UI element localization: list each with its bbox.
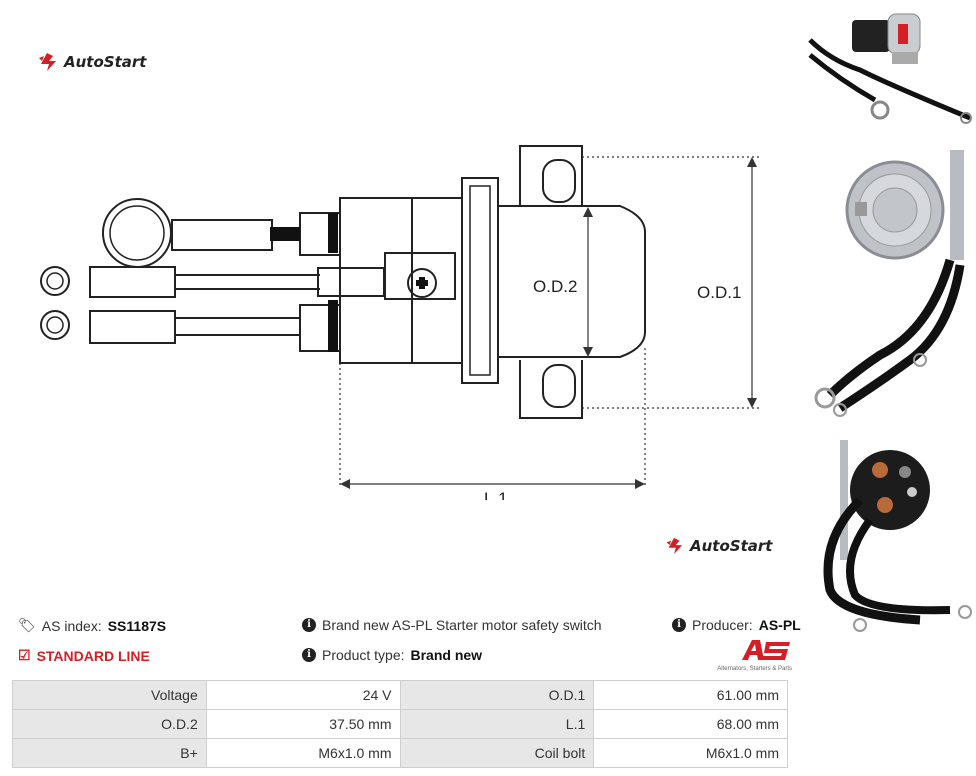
producer-label: Producer: bbox=[692, 617, 753, 633]
check-square-icon: ☑ bbox=[18, 647, 31, 663]
table-row: Voltage 24 V O.D.1 61.00 mm bbox=[12, 680, 788, 710]
producer-logo-tag: Alternators, Starters & Parts bbox=[717, 666, 792, 672]
description-text: Brand new AS-PL Starter motor safety swi… bbox=[322, 617, 602, 633]
brand-logo-icon bbox=[39, 53, 56, 71]
as-index-label: AS index: bbox=[41, 617, 102, 634]
product-description: i Brand new AS-PL Starter motor safety s… bbox=[302, 617, 602, 633]
producer-value: AS-PL bbox=[758, 617, 801, 633]
spec-value: 24 V bbox=[205, 680, 401, 710]
label-od2: O.D.2 bbox=[533, 277, 577, 296]
spec-value: 37.50 mm bbox=[205, 709, 401, 739]
spec-label: O.D.1 bbox=[399, 680, 595, 710]
brand-name: AutoStart bbox=[64, 53, 147, 71]
brand-logo-bottom: AutoStart bbox=[664, 537, 772, 555]
specs-table: Voltage 24 V O.D.1 61.00 mm O.D.2 37.50 … bbox=[12, 680, 788, 768]
info-icon: i bbox=[302, 648, 316, 662]
producer-logo: Alternators, Starters & Parts bbox=[714, 640, 792, 672]
product-line: ☑ STANDARD LINE bbox=[18, 647, 150, 664]
solenoid-top-photo bbox=[808, 13, 972, 124]
spec-label: O.D.2 bbox=[12, 709, 207, 739]
solenoid-front-photo bbox=[814, 150, 965, 417]
solenoid-back-photo bbox=[823, 440, 972, 632]
producer: i Producer: AS-PL bbox=[672, 617, 801, 633]
spec-value: 68.00 mm bbox=[593, 709, 788, 739]
brand-logo-bottom-icon bbox=[666, 537, 683, 555]
spec-value: M6x1.0 mm bbox=[593, 738, 788, 768]
technical-drawing: O.D.1 O.D.2 L.1 bbox=[40, 145, 760, 500]
spec-label: Coil bolt bbox=[399, 738, 595, 768]
as-pl-logo-icon bbox=[742, 640, 790, 660]
spec-value: 61.00 mm bbox=[593, 680, 788, 710]
spec-label: Voltage bbox=[12, 680, 207, 710]
info-icon: i bbox=[302, 618, 316, 632]
tags-icon: 🏷︎ bbox=[18, 617, 36, 633]
spec-value: M6x1.0 mm bbox=[205, 738, 401, 768]
label-od1: O.D.1 bbox=[697, 283, 741, 302]
spec-label: L.1 bbox=[399, 709, 595, 739]
spec-label: B+ bbox=[12, 738, 207, 768]
brand-name-bottom: AutoStart bbox=[690, 537, 773, 555]
as-index: 🏷︎ AS index: SS1187S bbox=[18, 617, 166, 634]
product-type-label: Product type: bbox=[322, 647, 405, 663]
label-l1: L.1 bbox=[484, 489, 508, 500]
brand-logo: AutoStart bbox=[36, 52, 146, 72]
info-icon: i bbox=[672, 618, 686, 632]
table-row: O.D.2 37.50 mm L.1 68.00 mm bbox=[12, 709, 788, 739]
product-type-value: Brand new bbox=[410, 647, 483, 663]
product-line-label: STANDARD LINE bbox=[36, 647, 150, 664]
product-type: i Product type: Brand new bbox=[302, 647, 482, 663]
as-index-value: SS1187S bbox=[107, 617, 167, 634]
table-row: B+ M6x1.0 mm Coil bolt M6x1.0 mm bbox=[12, 738, 788, 768]
